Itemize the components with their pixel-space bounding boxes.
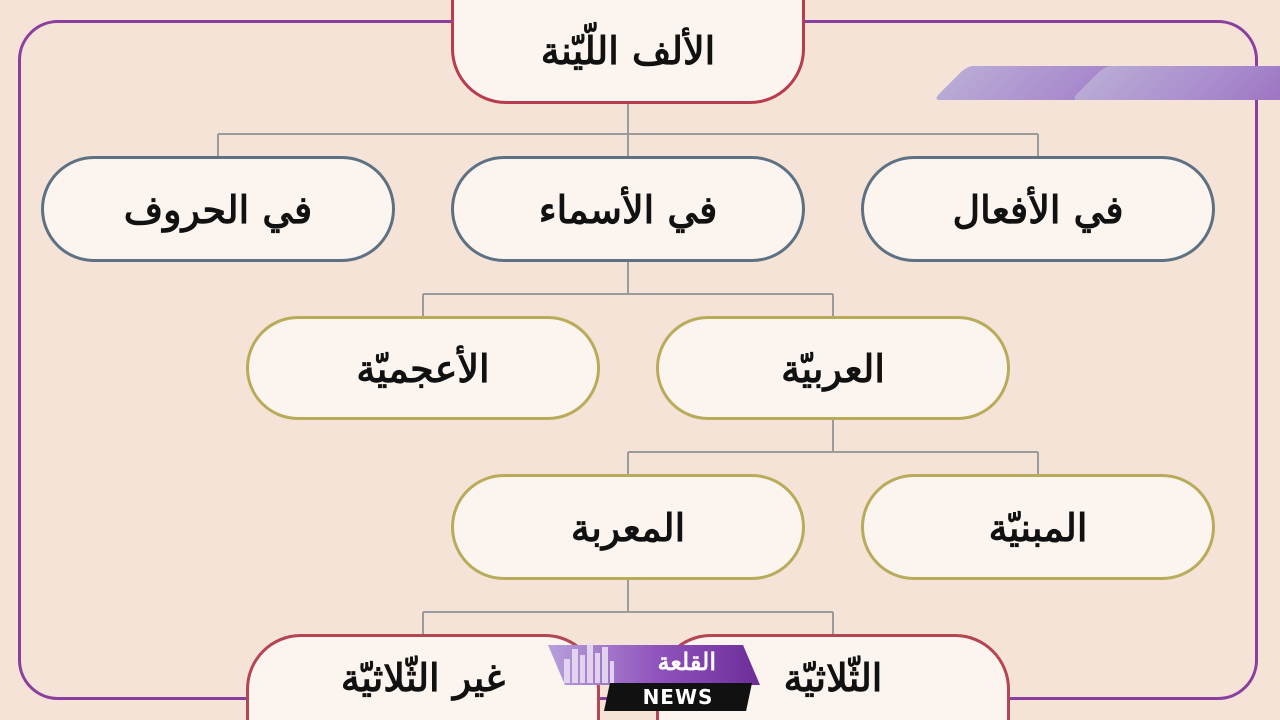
particles-node: في الحروف <box>41 156 395 262</box>
arabic-label: العربيّة <box>781 345 885 391</box>
foreign-node: الأعجميّة <box>246 316 600 420</box>
watermark-logo: القلعة NEWS <box>548 635 760 711</box>
non-trilateral-node: غير الثّلاثيّة <box>246 634 600 720</box>
watermark-arabic-text: القلعة <box>657 647 716 676</box>
foreign-label: الأعجميّة <box>356 345 490 391</box>
root-label: الألف اللّيّنة <box>540 28 716 73</box>
nouns-label: في الأسماء <box>538 186 718 232</box>
mabniya-label: المبنيّة <box>988 504 1088 550</box>
muraba-node: المعربة <box>451 474 805 580</box>
non-trilateral-label: غير الثّلاثيّة <box>340 655 506 700</box>
trilateral-label: الثّلاثيّة <box>783 655 883 700</box>
arabic-node: العربيّة <box>656 316 1010 420</box>
verbs-label: في الأفعال <box>952 186 1124 232</box>
verbs-node: في الأفعال <box>861 156 1215 262</box>
muraba-label: المعربة <box>570 504 686 550</box>
mabniya-node: المبنيّة <box>861 474 1215 580</box>
particles-label: في الحروف <box>123 186 313 232</box>
watermark-news-text: NEWS <box>604 683 752 711</box>
castle-icon <box>564 643 614 683</box>
root-node: الألف اللّيّنة <box>451 0 805 104</box>
nouns-node: في الأسماء <box>451 156 805 262</box>
